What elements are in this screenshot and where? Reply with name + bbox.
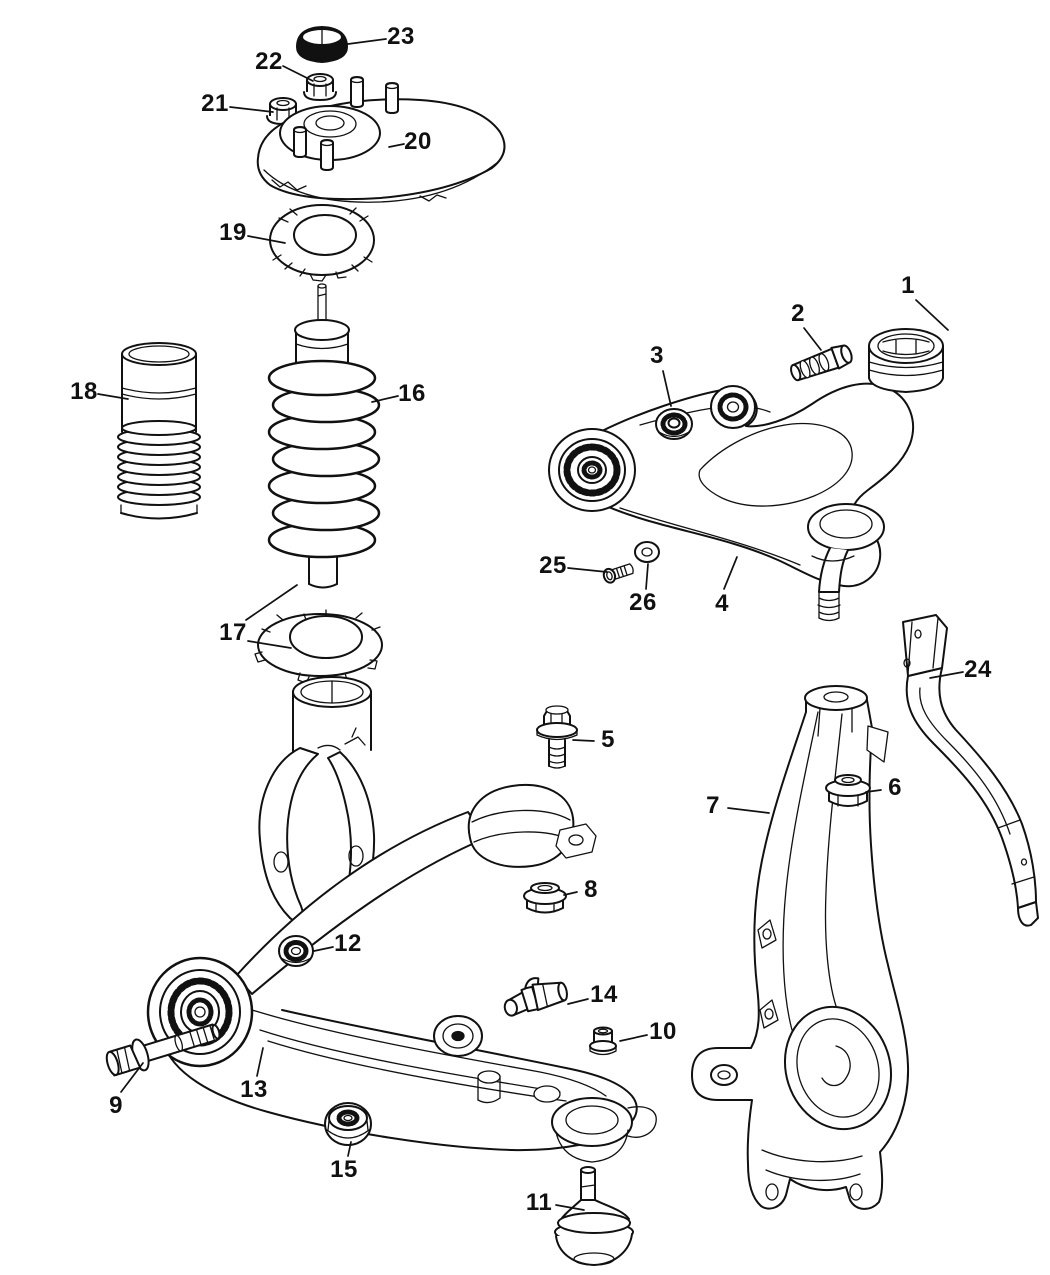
part-6-flange-nut-drawing <box>825 774 871 807</box>
part-8-flange-nut-drawing <box>523 882 567 914</box>
callout-label-23-cap: 23 <box>387 23 415 50</box>
part-26-washer-drawing <box>634 541 660 563</box>
callout-label-22-mount-nut: 22 <box>255 48 283 75</box>
part-13-lower-control-arm-drawing <box>146 784 657 1163</box>
callout-label-10-flange-nut: 10 <box>649 1018 677 1045</box>
part-1-bushing-drawing <box>868 328 944 393</box>
leader-line-11 <box>555 1204 585 1211</box>
callout-label-18-dust-boot: 18 <box>70 378 98 405</box>
part-10-flange-nut-drawing <box>589 1026 617 1056</box>
callout-label-20-strut-mount: 20 <box>404 128 432 155</box>
part-18-dust-boot-drawing <box>117 342 201 520</box>
callout-label-7-steering-knuckle: 7 <box>706 792 720 819</box>
leader-line-26 <box>645 563 649 590</box>
callout-label-8-flange-nut: 8 <box>584 876 598 903</box>
leader-line-13 <box>256 1047 264 1077</box>
leader-line-23 <box>347 38 387 45</box>
leader-line-15 <box>347 1141 352 1157</box>
part-9-flange-bolt-drawing <box>105 1023 221 1077</box>
leader-line-9 <box>120 1062 144 1093</box>
part-4-upper-control-arm-drawing <box>548 382 914 622</box>
callout-label-3-nut: 3 <box>650 342 664 369</box>
callout-label-4-upper-control-arm: 4 <box>715 590 729 617</box>
callout-label-5-bolt: 5 <box>601 726 615 753</box>
leader-line-22 <box>282 65 314 82</box>
part-5-bolt-drawing <box>536 705 578 769</box>
leader-line-6 <box>865 789 882 793</box>
callout-label-9-flange-bolt: 9 <box>109 1092 123 1119</box>
leader-line-18 <box>97 393 129 400</box>
part-16-coil-spring-drawing <box>267 283 381 589</box>
leader-line-25 <box>567 567 608 573</box>
callout-leader-lines <box>97 38 964 1211</box>
callout-label-26-washer: 26 <box>629 589 657 616</box>
leader-line-3 <box>662 370 672 407</box>
callout-label-24-bracket: 24 <box>964 656 992 683</box>
callout-label-1-bushing: 1 <box>901 272 915 299</box>
callout-label-15-flange-nut: 15 <box>330 1156 358 1183</box>
leader-line-17 <box>245 584 298 621</box>
callout-label-2-bolt: 2 <box>791 300 805 327</box>
leader-line-21 <box>229 106 274 113</box>
leader-line-20 <box>388 143 405 148</box>
callout-label-16-coil-spring-and-shock: 16 <box>398 380 426 407</box>
leader-line-7 <box>727 807 770 814</box>
part-7-steering-knuckle-drawing <box>691 685 910 1210</box>
leader-line-10 <box>619 1034 648 1042</box>
callout-label-11-ball-joint: 11 <box>525 1189 553 1216</box>
callout-label-17-spring-seat-and-strut-fork: 17 <box>219 619 247 646</box>
part-23-cap-drawing <box>296 26 348 63</box>
leader-line-1 <box>915 299 949 331</box>
leader-line-2 <box>803 327 822 351</box>
leader-line-12 <box>313 946 334 952</box>
callout-label-25-screw: 25 <box>539 552 567 579</box>
callout-label-21-mount-nut: 21 <box>201 90 229 117</box>
leader-line-4 <box>723 556 738 590</box>
callout-label-12-bushing: 12 <box>334 930 362 957</box>
part-12-bushing-drawing <box>278 935 314 967</box>
part-14-fitting-drawing <box>503 977 568 1017</box>
leader-line-8 <box>563 891 578 896</box>
leader-line-24 <box>929 671 964 679</box>
leader-line-14 <box>567 998 589 1005</box>
part-15-flange-nut-drawing <box>324 1102 372 1146</box>
part-24-bracket-drawing <box>902 614 1039 927</box>
leader-line-16 <box>371 395 399 403</box>
part-2-bolt-drawing <box>790 344 853 382</box>
leader-line-19 <box>247 235 286 244</box>
callout-label-13-lower-control-arm: 13 <box>240 1076 268 1103</box>
callout-label-14-fitting: 14 <box>590 981 618 1008</box>
leader-line-17 <box>247 640 292 649</box>
part-22-nut-drawing <box>303 73 337 101</box>
part-3-nut-drawing <box>655 408 693 440</box>
callout-label-6-flange-nut: 6 <box>888 774 902 801</box>
leader-line-5 <box>572 739 595 742</box>
part-11-ball-joint-drawing <box>554 1166 634 1266</box>
part-20-strut-mount-drawing <box>256 76 506 203</box>
callout-label-19-upper-spring-seat: 19 <box>219 219 247 246</box>
